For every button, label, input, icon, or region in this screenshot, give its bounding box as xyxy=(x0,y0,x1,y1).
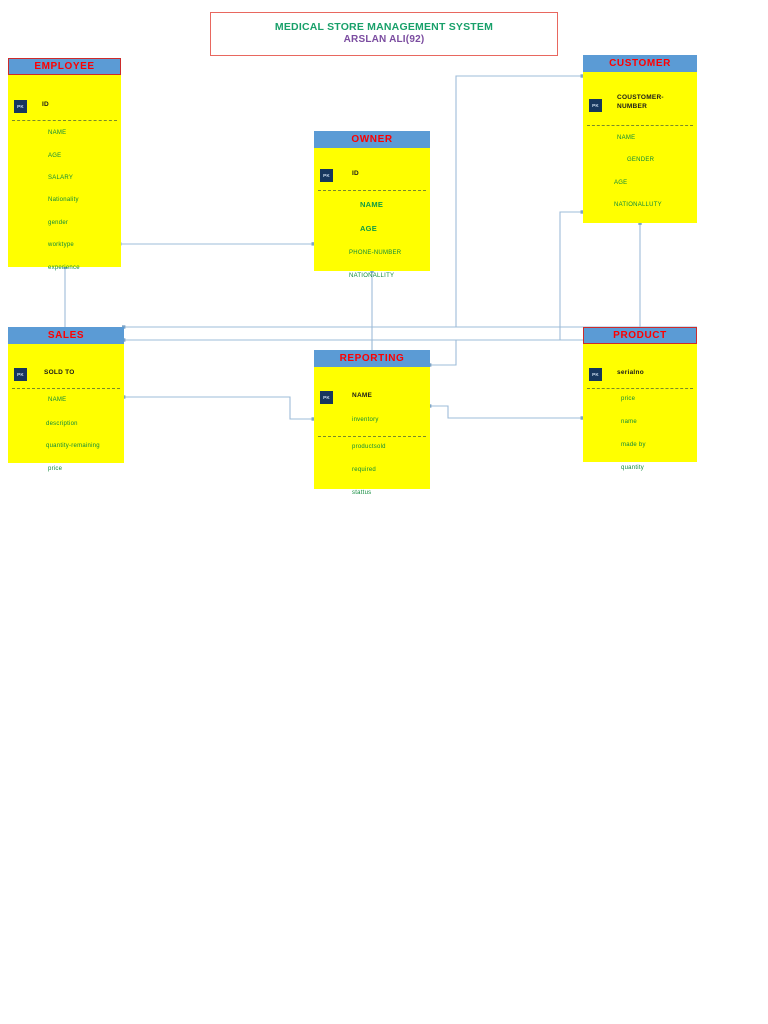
attribute-row: gender xyxy=(48,220,69,226)
attribute-row: worktype xyxy=(48,242,75,248)
attribute-row: made by xyxy=(621,442,646,448)
entity-reporting[interactable]: REPORTING PK NAME inventory productsold … xyxy=(314,350,430,496)
connector-reporting-lane xyxy=(430,340,457,366)
pk-field-line-2: NUMBER xyxy=(617,102,648,110)
entity-owner-pk-field: ID xyxy=(352,170,359,177)
pk-separator xyxy=(12,120,117,121)
entity-reporting-body: PK NAME inventory productsold required s… xyxy=(314,367,430,496)
entity-product-body: PK serialno price name made by quantity xyxy=(583,344,697,471)
attribute-row: price xyxy=(621,396,636,402)
diagram-subtitle: ARSLAN ALI(92) xyxy=(343,34,425,46)
entity-owner[interactable]: OWNER PK ID NAME AGE PHONE-NUMBER NATION… xyxy=(314,131,430,279)
attribute-row: experience xyxy=(48,265,80,271)
entity-employee-body: PK ID NAME AGE SALARY Nationality gender… xyxy=(8,75,121,271)
entity-sales-pk-field: SOLD TO xyxy=(44,369,75,376)
entity-customer-header: CUSTOMER xyxy=(583,55,697,72)
entity-product-pk-field: serialno xyxy=(617,369,644,376)
diagram-title-box: MEDICAL STORE MANAGEMENT SYSTEM ARSLAN A… xyxy=(210,12,558,56)
entity-reporting-header: REPORTING xyxy=(314,350,430,367)
attribute-row: NAME xyxy=(617,135,636,141)
entity-sales-header: SALES xyxy=(8,327,124,344)
attribute-row: quantity xyxy=(621,465,645,471)
attribute-row: AGE xyxy=(48,153,62,159)
attribute-row: stattus xyxy=(352,490,372,496)
attribute-row: AGE xyxy=(614,180,628,186)
entity-reporting-pk-field: NAME xyxy=(352,392,373,399)
entity-customer-body: PK COUSTOMER- NUMBER NAME GENDER AGE NAT… xyxy=(583,72,697,223)
pk-separator xyxy=(587,125,693,126)
entity-customer-pk-field: COUSTOMER- NUMBER xyxy=(617,94,664,112)
pk-badge-icon: PK xyxy=(589,99,602,112)
connector-reporting-product xyxy=(430,405,583,419)
connector-customer-lane-2 xyxy=(559,211,583,340)
pk-separator xyxy=(587,388,693,389)
pk-badge-icon: PK xyxy=(589,368,602,381)
attribute-row: price xyxy=(48,466,63,472)
pk-separator xyxy=(12,388,120,389)
attribute-row: productsold xyxy=(352,444,386,450)
attribute-row: name xyxy=(621,419,638,425)
diagram-title: MEDICAL STORE MANAGEMENT SYSTEM xyxy=(274,21,494,34)
pk-separator xyxy=(318,436,426,437)
entity-sales-body: PK SOLD TO NAME description quantity-rem… xyxy=(8,344,124,472)
connector-sales-reporting xyxy=(124,396,314,420)
pk-field-line-1: COUSTOMER- xyxy=(617,94,664,101)
entity-sales[interactable]: SALES PK SOLD TO NAME description quanti… xyxy=(8,327,124,472)
pk-badge-icon: PK xyxy=(320,169,333,182)
entity-employee-pk-field: ID xyxy=(42,101,49,108)
entity-product[interactable]: PRODUCT PK serialno price name made by q… xyxy=(583,327,697,471)
attribute-row: NAME xyxy=(48,130,67,136)
attribute-row: description xyxy=(46,421,78,427)
attribute-row: NAME xyxy=(48,397,67,403)
entity-owner-body: PK ID NAME AGE PHONE-NUMBER NATIONALLITY xyxy=(314,148,430,279)
attribute-row: PHONE-NUMBER xyxy=(349,250,402,256)
attribute-row: required xyxy=(352,467,377,473)
entity-customer[interactable]: CUSTOMER PK COUSTOMER- NUMBER NAME GENDE… xyxy=(583,55,697,223)
entity-owner-header: OWNER xyxy=(314,131,430,148)
pk-badge-icon: PK xyxy=(14,368,27,381)
attribute-row: NATIONALLUTY xyxy=(614,202,662,208)
attribute-row: NATIONALLITY xyxy=(349,273,395,279)
connector-customer-lane xyxy=(455,75,583,327)
pk-separator xyxy=(318,190,426,191)
attribute-row: inventory xyxy=(352,417,379,423)
entity-product-header: PRODUCT xyxy=(583,327,697,344)
pk-badge-icon: PK xyxy=(320,391,333,404)
attribute-row: AGE xyxy=(360,224,378,233)
attribute-row: Nationality xyxy=(48,197,79,203)
entity-employee-header: EMPLOYEE xyxy=(8,58,121,75)
attribute-row: NAME xyxy=(360,200,384,209)
pk-badge-icon: PK xyxy=(14,100,27,113)
attribute-row: quantity-remaining xyxy=(46,443,100,449)
entity-employee[interactable]: EMPLOYEE PK ID NAME AGE SALARY Nationali… xyxy=(8,58,121,271)
attribute-row: SALARY xyxy=(48,175,74,181)
attribute-row: GENDER xyxy=(627,157,655,163)
